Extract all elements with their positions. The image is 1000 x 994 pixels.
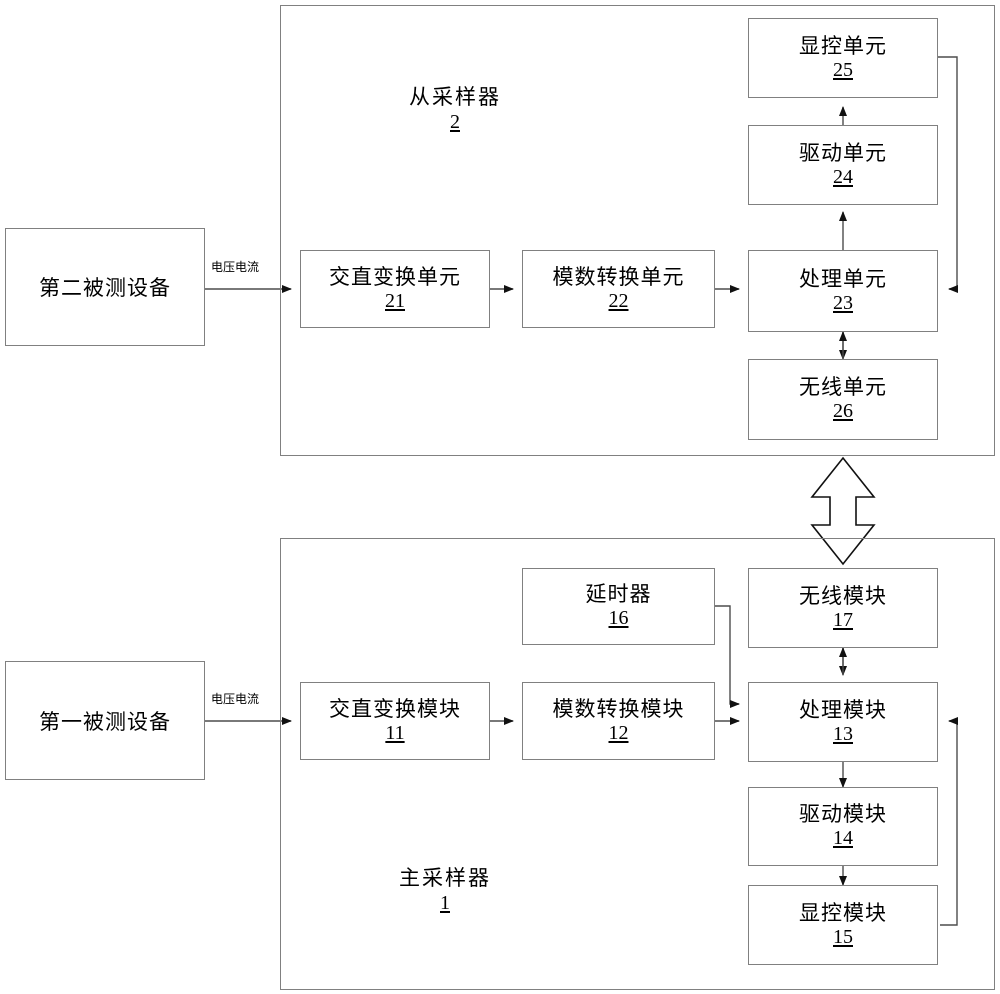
processing-unit-23-label: 处理单元 <box>799 266 887 291</box>
edge-label-voltage-current-bottom: 电压电流 <box>211 692 260 706</box>
delay-module-16[interactable]: 延时器 16 <box>522 568 715 645</box>
display-control-module-15-number: 15 <box>833 925 853 948</box>
wireless-unit-26-number: 26 <box>833 400 853 423</box>
slave-sampler-number: 2 <box>450 111 460 134</box>
analog-digital-conversion-module-12-label: 模数转换模块 <box>552 696 685 721</box>
display-control-unit-25[interactable]: 显控单元 25 <box>748 18 938 98</box>
display-control-unit-25-label: 显控单元 <box>799 33 887 58</box>
wireless-unit-26[interactable]: 无线单元 26 <box>748 359 938 440</box>
ac-dc-conversion-unit-21-label: 交直变换单元 <box>329 264 461 289</box>
slave-sampler-name: 从采样器 <box>409 85 501 109</box>
wireless-unit-26-label: 无线单元 <box>799 375 887 400</box>
master-sampler-number: 1 <box>440 892 450 915</box>
master-sampler-group <box>280 538 995 990</box>
device-under-test-2-label: 第二被测设备 <box>39 276 171 300</box>
ac-dc-conversion-module-11-number: 11 <box>385 721 405 744</box>
display-control-module-15[interactable]: 显控模块 15 <box>748 885 938 965</box>
drive-module-14[interactable]: 驱动模块 14 <box>748 787 938 866</box>
wireless-module-17[interactable]: 无线模块 17 <box>748 568 938 648</box>
wireless-module-17-number: 17 <box>833 608 853 631</box>
analog-digital-conversion-unit-22-label: 模数转换单元 <box>552 264 685 289</box>
drive-unit-24-label: 驱动单元 <box>799 140 887 165</box>
slave-sampler-group <box>280 5 995 456</box>
delay-module-16-label: 延时器 <box>585 582 652 607</box>
device-under-test-1-label: 第一被测设备 <box>39 709 171 734</box>
display-control-unit-25-number: 25 <box>833 58 853 81</box>
ac-dc-conversion-module-11[interactable]: 交直变换模块 11 <box>300 682 490 760</box>
processing-unit-23[interactable]: 处理单元 23 <box>748 250 938 332</box>
display-control-module-15-label: 显控模块 <box>799 900 887 925</box>
processing-unit-23-number: 23 <box>833 291 853 314</box>
delay-module-16-number: 16 <box>608 607 629 630</box>
drive-unit-24[interactable]: 驱动单元 24 <box>748 125 938 205</box>
master-sampler-title: 主采样器 1 <box>350 866 540 915</box>
analog-digital-conversion-module-12[interactable]: 模数转换模块 12 <box>522 682 715 760</box>
analog-digital-conversion-unit-22[interactable]: 模数转换单元 22 <box>522 250 715 328</box>
device-under-test-2[interactable]: 第二被测设备 <box>5 228 205 346</box>
drive-module-14-label: 驱动模块 <box>799 802 887 827</box>
ac-dc-conversion-unit-21-number: 21 <box>385 289 405 312</box>
ac-dc-conversion-module-11-label: 交直变换模块 <box>329 696 461 721</box>
drive-module-14-number: 14 <box>833 827 853 850</box>
slave-sampler-title: 从采样器 2 <box>360 85 550 134</box>
processing-module-13-number: 13 <box>833 722 853 745</box>
processing-module-13-label: 处理模块 <box>799 697 887 722</box>
analog-digital-conversion-module-12-number: 12 <box>608 721 629 744</box>
ac-dc-conversion-unit-21[interactable]: 交直变换单元 21 <box>300 250 490 328</box>
edge-label-voltage-current-top: 电压电流 <box>211 260 260 274</box>
processing-module-13[interactable]: 处理模块 13 <box>748 682 938 762</box>
analog-digital-conversion-unit-22-number: 22 <box>608 289 629 312</box>
device-under-test-1[interactable]: 第一被测设备 <box>5 661 205 780</box>
drive-unit-24-number: 24 <box>833 165 853 188</box>
master-sampler-name: 主采样器 <box>399 866 491 890</box>
wireless-module-17-label: 无线模块 <box>799 583 887 608</box>
